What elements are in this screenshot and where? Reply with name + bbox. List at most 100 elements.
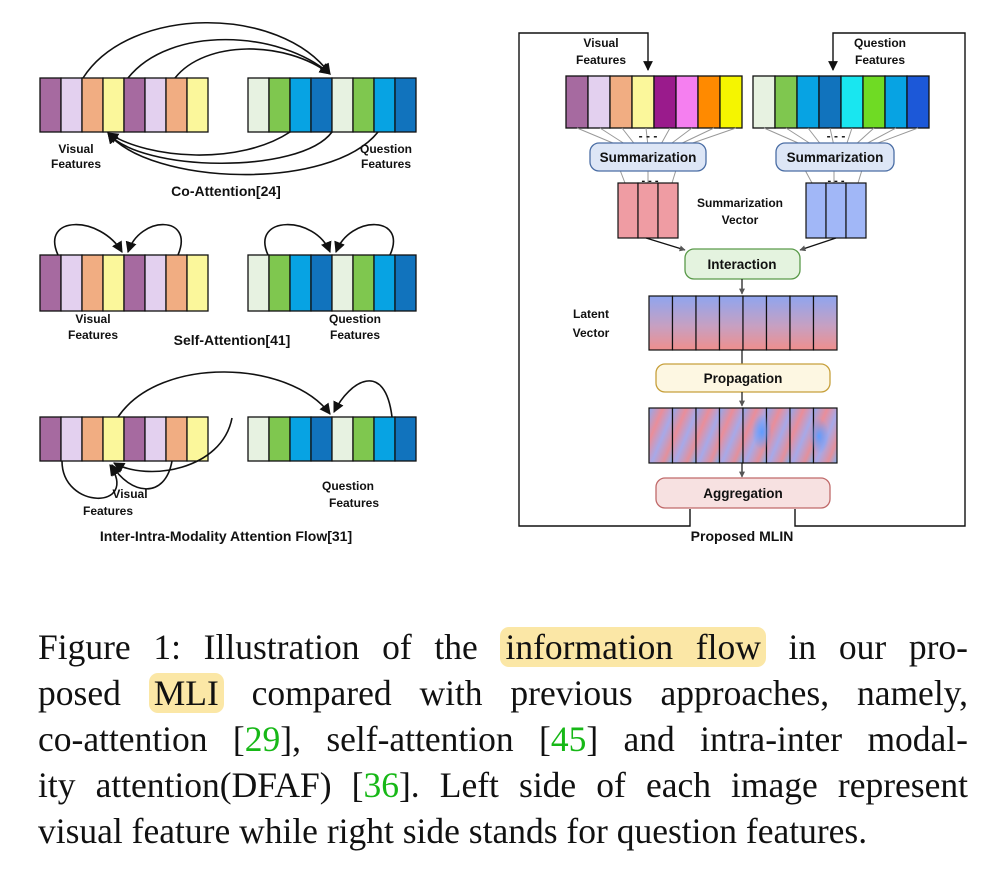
- question-feature-cells: [247, 416, 417, 462]
- highlight-spot: [752, 414, 772, 450]
- visual-features-label: Features: [68, 328, 118, 342]
- inter-intra-title: Inter-Intra-Modality Attention Flow[31]: [100, 528, 352, 544]
- feature-cell: [144, 254, 167, 312]
- vector-cell: [765, 295, 791, 351]
- caption-line: ity attention(DFAF) [36]. Left side of e…: [38, 762, 968, 808]
- feature-cell: [906, 75, 930, 129]
- summarization-label: Summarization: [787, 150, 884, 165]
- latent-vector-cells: [648, 295, 838, 351]
- mlin-outer-frame-right: [794, 32, 966, 527]
- feature-cell: [310, 416, 333, 462]
- co-attention-title: Co-Attention[24]: [171, 183, 281, 199]
- arrow: [645, 237, 686, 252]
- self-attention-title: Self-Attention[41]: [174, 332, 291, 348]
- feature-cell: [39, 254, 62, 312]
- feature-cell: [352, 254, 375, 312]
- question-feature-cells: [247, 254, 417, 312]
- vector-cell: [718, 407, 744, 464]
- co-attention-panel: Visual Features Question Features Co-Att…: [39, 21, 417, 199]
- feature-cell: [394, 77, 417, 133]
- visual-features-label: Features: [576, 53, 626, 67]
- vector-cell: [671, 407, 697, 464]
- feature-cell: [289, 77, 312, 133]
- question-feature-cells: [247, 77, 417, 133]
- visual-features-label: Visual: [75, 312, 110, 326]
- feature-cell: [247, 254, 270, 312]
- feature-cell: [39, 77, 62, 133]
- citation-link[interactable]: 36: [363, 765, 399, 805]
- visual-feature-cells: [39, 254, 209, 312]
- caption-line: Figure 1: Illustration of the informatio…: [38, 624, 968, 670]
- caption-text: posed: [38, 673, 149, 713]
- feature-cell: [268, 77, 291, 133]
- caption-text: visual feature while right side stands f…: [38, 811, 868, 851]
- caption-text: ], self-attention [: [280, 719, 551, 759]
- inter-intra-arrows: [61, 371, 393, 500]
- vector-cell: [695, 407, 721, 464]
- feature-cell: [102, 416, 125, 462]
- feature-cell: [394, 416, 417, 462]
- vector-cell: [648, 407, 674, 464]
- visual-feature-cells: [565, 75, 743, 129]
- feature-cell: [144, 416, 167, 462]
- question-features-label: Features: [855, 53, 905, 67]
- feature-cell: [186, 77, 209, 133]
- feature-cell: [289, 254, 312, 312]
- question-feature-cells: [752, 75, 930, 129]
- highlighted-text: information flow: [500, 627, 766, 667]
- feature-cell: [144, 77, 167, 133]
- feature-cell: [247, 77, 270, 133]
- feature-cell: [796, 75, 820, 129]
- latent-vector-label: Latent: [573, 307, 609, 321]
- feature-cell: [81, 416, 104, 462]
- summarization-box-visual: [589, 142, 707, 172]
- feature-cell: [565, 75, 589, 129]
- propagation-label: Propagation: [704, 371, 783, 386]
- feature-cell: [123, 254, 146, 312]
- summarization-vector-visual: [617, 182, 679, 239]
- highlighted-text: MLI: [148, 673, 224, 713]
- feature-cell: [60, 416, 83, 462]
- summarization-vector-label: Vector: [722, 213, 759, 227]
- mlin-title: Proposed MLIN: [691, 528, 794, 544]
- visual-features-label: Visual: [58, 142, 93, 156]
- vector-cell: [742, 295, 768, 351]
- feature-cell: [587, 75, 611, 129]
- feature-cell: [675, 75, 699, 129]
- citation-link[interactable]: 45: [550, 719, 587, 759]
- question-features-label: Features: [361, 157, 411, 171]
- question-features-label: Question: [360, 142, 412, 156]
- caption-line: posed MLI compared with previous approac…: [38, 670, 968, 716]
- feature-cell: [774, 75, 798, 129]
- ellipsis: - - -: [639, 129, 658, 143]
- visual-features-label: Visual: [583, 36, 618, 50]
- feature-cell: [123, 416, 146, 462]
- caption-text: Figure 1: Illustration of the: [38, 627, 501, 667]
- caption-line: co-attention [29], self-attention [45] a…: [38, 716, 968, 762]
- feature-cell: [719, 75, 743, 129]
- feature-cell: [631, 75, 655, 129]
- feature-cell: [609, 75, 633, 129]
- vector-cell: [718, 295, 744, 351]
- feature-cell: [394, 254, 417, 312]
- question-features-label: Features: [330, 328, 380, 342]
- citation-link[interactable]: 29: [244, 719, 281, 759]
- feature-cell: [697, 75, 721, 129]
- feature-cell: [81, 254, 104, 312]
- visual-features-label: Visual: [112, 487, 147, 501]
- highlight-spot: [809, 418, 829, 454]
- feature-cell: [60, 254, 83, 312]
- propagated-vector-cells: [648, 407, 838, 464]
- feature-cell: [331, 416, 354, 462]
- feature-cell: [268, 254, 291, 312]
- feature-cell: [81, 77, 104, 133]
- caption-text: in our pro-: [765, 627, 968, 667]
- caption-line: visual feature while right side stands f…: [38, 808, 968, 854]
- feature-cell: [373, 254, 396, 312]
- figure-diagram: Visual Features Question Features Co-Att…: [39, 21, 966, 544]
- summarization-vector-question: [805, 182, 867, 239]
- feature-cell: [352, 77, 375, 133]
- visual-feature-cells: [39, 77, 209, 133]
- feature-cell: [165, 77, 188, 133]
